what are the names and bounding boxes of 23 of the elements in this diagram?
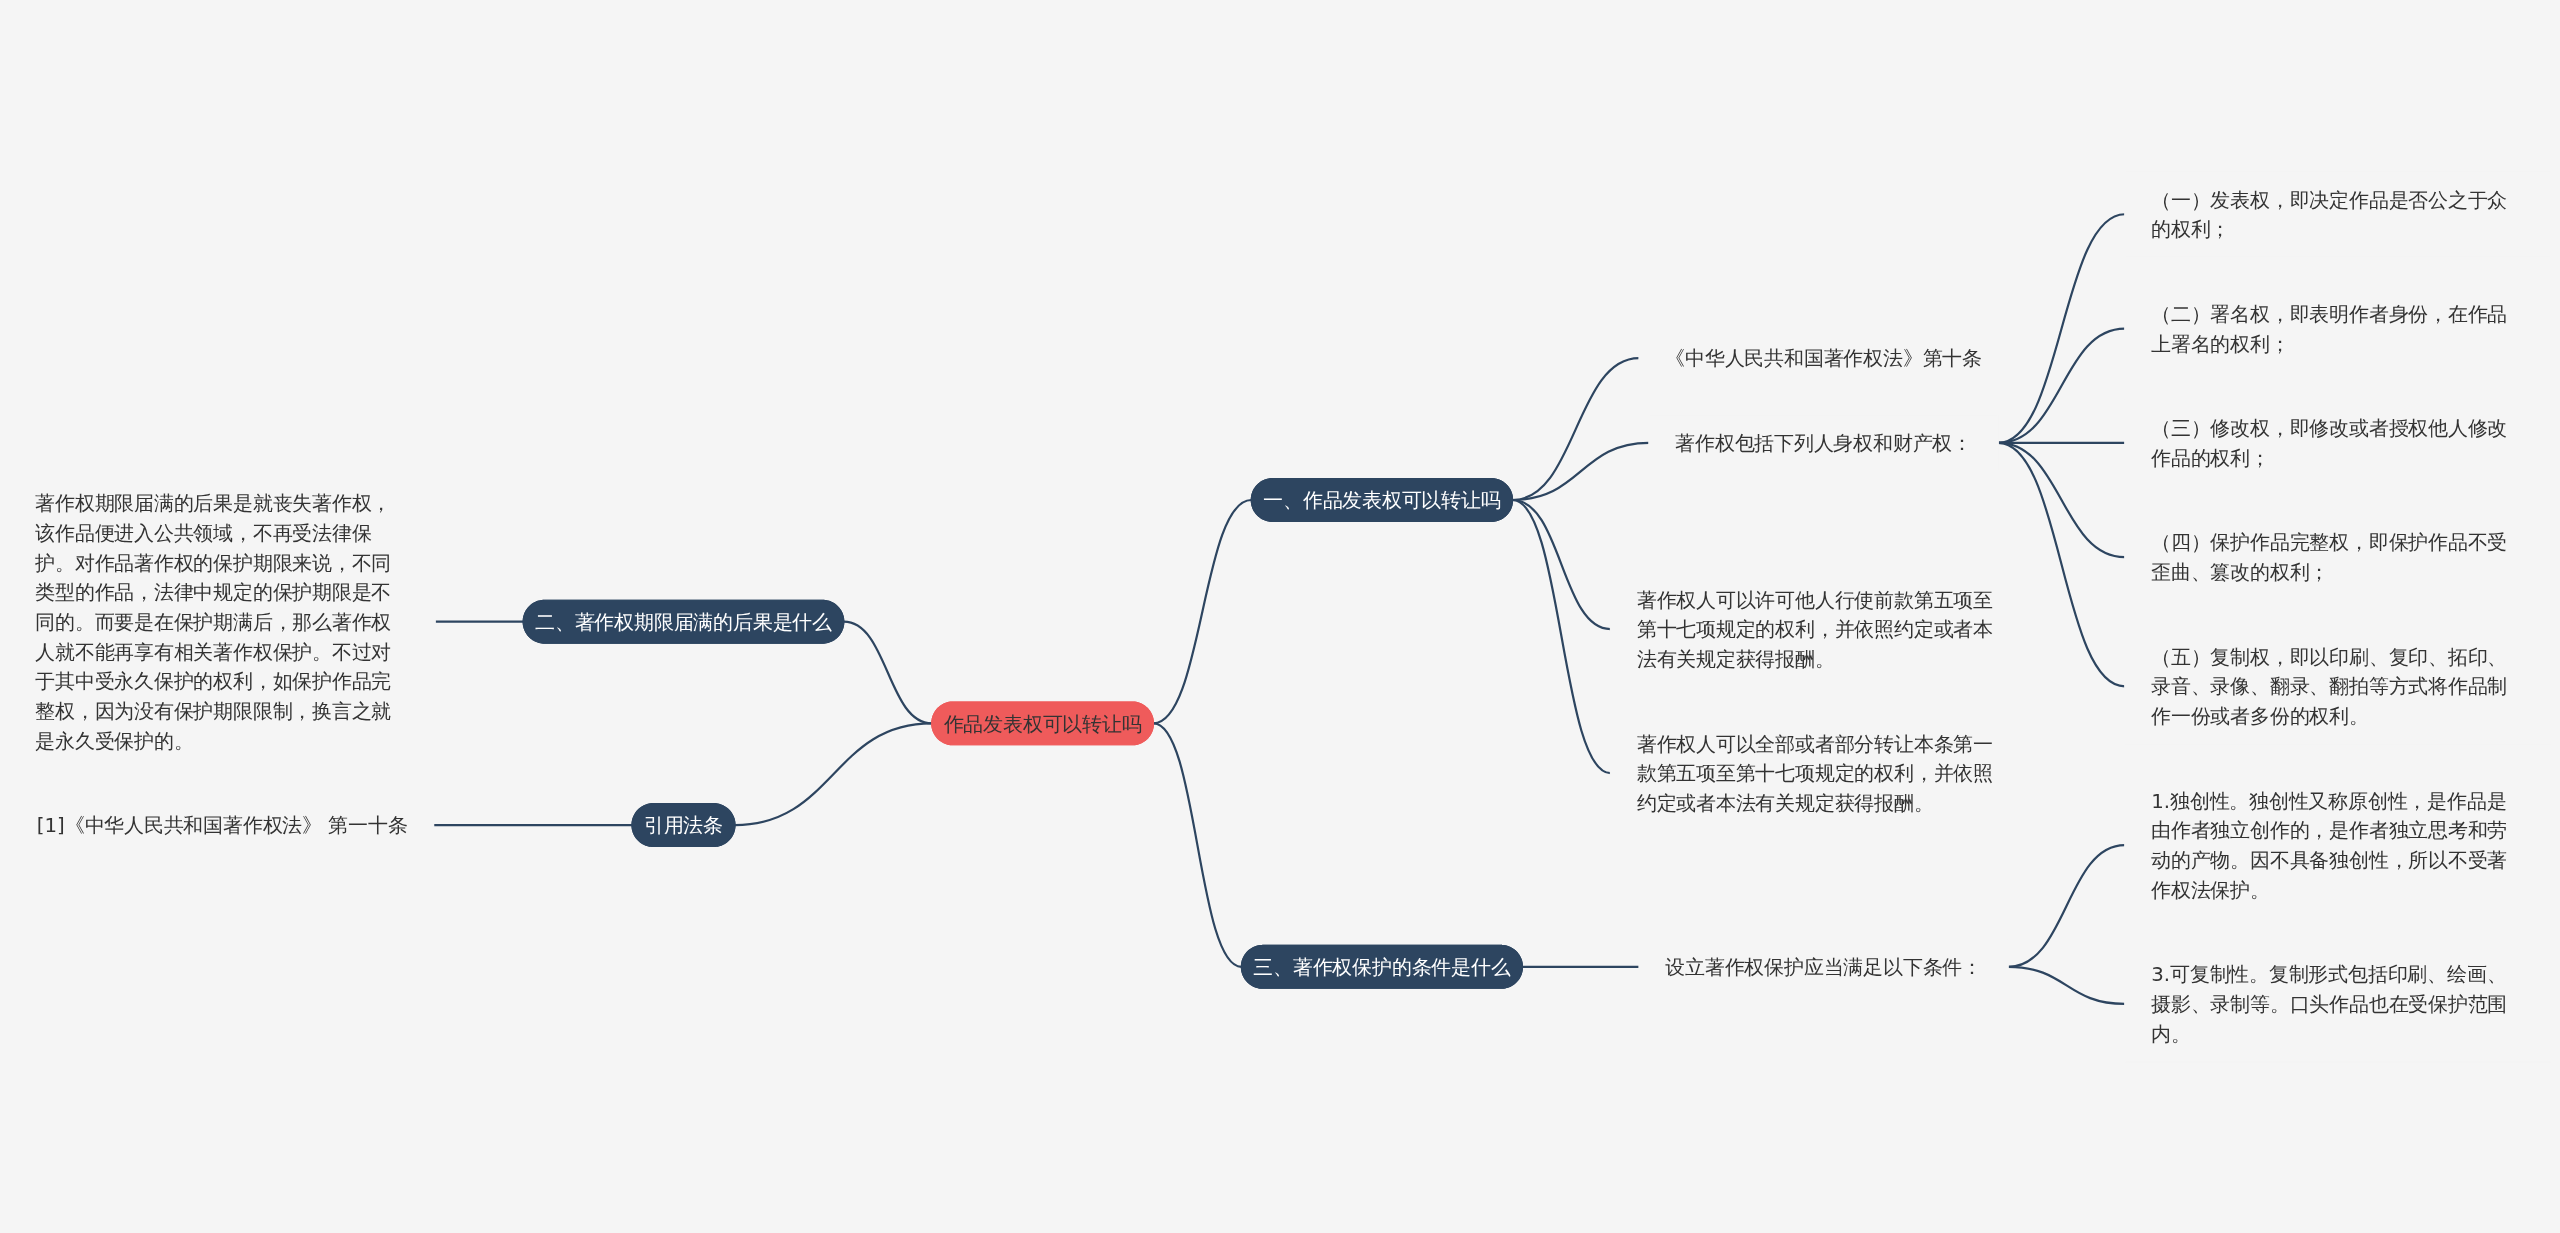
connector [1153,722,1242,968]
connector [1153,498,1252,725]
node-text: （三）修改权，即修改或者授权他人修改作品的权利； [2151,416,2508,470]
node-text: 著作权包括下列人身权和财产权： [1675,431,1972,455]
node-text: （二）署名权，即表明作者身份，在作品上署名的权利； [2151,302,2508,355]
node-text: 设立著作权保护应当满足以下条件： [1665,955,1982,979]
node-text: 著作权期限届满的后果是就丧失著作权，该作品便进入公共领域，不再受法律保护。对作品著作权的保护期限来说，不同类型的作品，法律中规定的保护期限是不同的。而要是在保护期满后，那么著作权人就不能再享有相关著作权保护。不过对于其中受永久保护的权利，如保护作品完整权，因为没有保护期限限制，换言之就是永久受保护的。 [35,491,392,752]
node-text: 《中华人民共和国著作权法》第十条 [1665,346,1982,370]
connector [435,620,524,623]
node-text: 著作权人可以许可他人行使前款第五项至第十七项规定的权利，并依照约定或者本法有关规定获得报酬。 [1636,587,1993,671]
node-text: （四）保护作品完整权，即保护作品不受歪曲、篡改的权利； [2151,530,2508,584]
node-text: 3.可复制性。复制形式包括印刷、绘画、摄影、录制等。口头作品也在受保护范围内。 [2151,962,2508,1046]
connector [2008,965,2125,1006]
node-text: （一）发表权，即决定作品是否公之于众的权利； [2151,187,2508,241]
connector [734,722,932,827]
node-text: 著作权人可以全部或者部分转让本条第一款第五项至第十七项规定的权利，并依照约定或者本法有关规定获得报酬。 [1636,731,1993,815]
node-text: （五）复制权，即以印刷、复印、拓印、录音、录像、翻录、翻拍等方式将作品制作一份或者多份的权利。 [2151,645,2508,728]
connector [1512,499,1611,775]
connector [2008,844,2125,968]
node-text: 1.独创性。独创性又称原创性，是作品是由作者独立创作的，是作者独立思考和劳动的产物。因不具备独创性，所以不受著作权法保护。 [2151,789,2508,902]
connector [433,823,632,827]
node-text: [1]《中华人民共和国著作权法》 第一十条 [36,813,408,837]
connector [1522,965,1639,968]
